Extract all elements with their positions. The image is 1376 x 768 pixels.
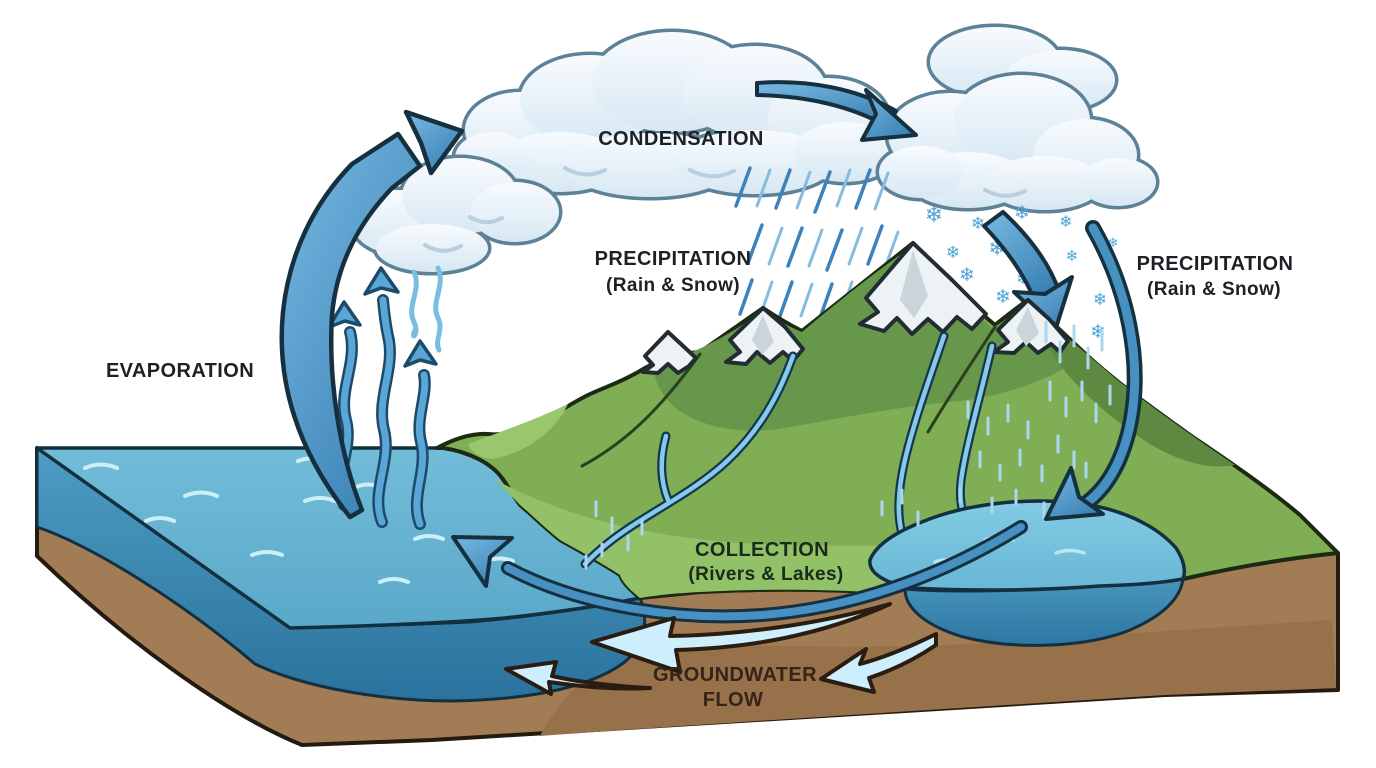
rain-streaks-icon <box>734 166 900 320</box>
soil-shading <box>540 620 1336 736</box>
precipitation-arrow-long-icon <box>1044 220 1143 521</box>
collection-label-line2: (Rivers & Lakes) <box>688 564 843 585</box>
snowflake-icon: ❄ <box>1090 321 1106 343</box>
collection-label-line1: COLLECTION <box>695 539 829 561</box>
evaporation-label: EVAPORATION <box>106 360 254 382</box>
groundwater-arrows <box>504 602 938 696</box>
snowflake-icon: ❄ <box>946 243 960 263</box>
snowflake-icon: ❄ <box>959 264 975 286</box>
snow-cloud-icon <box>879 75 1156 210</box>
groundwater-arrow-icon <box>504 660 652 696</box>
ridge-lines <box>580 325 997 468</box>
snowflake-icon: ❄ <box>1108 236 1119 251</box>
snowflake-icon: ❄ <box>1059 212 1072 231</box>
labels: CONDENSATION PRECIPITATION (Rain & Snow)… <box>106 128 1293 711</box>
groundwater-arrow-icon <box>590 602 892 674</box>
wavy-arrowhead-icon <box>363 266 400 296</box>
snowflake-icon: ❄ <box>1066 247 1079 265</box>
groundwater-label-line2: FLOW <box>703 689 763 711</box>
snow-cap-mini-icon <box>641 330 698 375</box>
snowflake-icon: ❄ <box>995 286 1011 308</box>
mountain-shading-dark <box>654 248 1082 431</box>
groundwater-label-line1: GROUNDWATER <box>653 664 817 686</box>
collection-arrow-icon <box>451 520 1028 624</box>
snowflake-icon: ❄ <box>925 203 943 228</box>
steam-squiggles-icon <box>409 265 443 353</box>
groundwater-arrow-icon <box>819 632 938 694</box>
snowflake-icon: ❄ <box>971 214 985 234</box>
precipitation-right-label-line1: PRECIPITATION <box>1137 253 1294 275</box>
condensation-arrow-icon <box>755 80 918 142</box>
hill-highlight <box>468 404 568 459</box>
precipitation-center-label-line2: (Rain & Snow) <box>606 275 740 296</box>
cloud-shading <box>423 166 1027 253</box>
snowflake-icon: ❄ <box>1093 290 1107 310</box>
condensation-label: CONDENSATION <box>598 128 764 150</box>
snowflake-icon: ❄ <box>1014 202 1030 224</box>
wavy-arrowhead-icon <box>403 339 438 368</box>
precipitation-right-label-line2: (Rain & Snow) <box>1147 279 1281 300</box>
precipitation-center-label-line1: PRECIPITATION <box>595 248 752 270</box>
clouds <box>352 27 1156 272</box>
snow-caps <box>641 241 1070 375</box>
snow-shading <box>752 250 1039 355</box>
evaporation-arrow-icon <box>279 109 465 520</box>
